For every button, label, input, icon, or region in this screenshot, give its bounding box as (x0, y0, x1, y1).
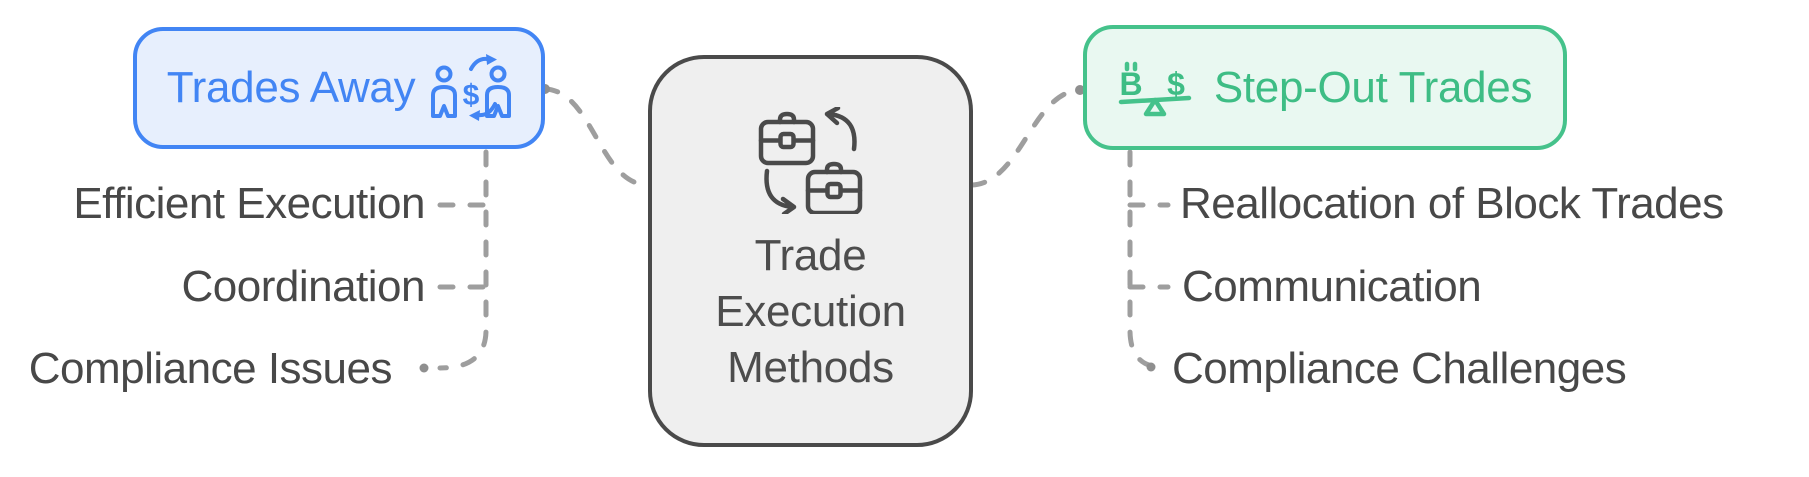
leaf-communication[interactable]: Communication (1182, 262, 1482, 311)
people-money-exchange-icon: $ (431, 54, 512, 121)
currency-balance-scale-icon: B $ (1118, 61, 1192, 116)
node-step-out-trades[interactable]: B $ Step-Out Trades (1083, 25, 1567, 150)
leaf-compliance-issues[interactable]: Compliance Issues (28, 344, 393, 393)
edge-trades-away-spine (437, 149, 489, 371)
root-title: Trade Execution Methods (715, 228, 906, 396)
edge-trades-away-to-root (542, 86, 650, 188)
root-title-line: Trade (754, 231, 867, 280)
root-title-line: Execution (715, 287, 906, 336)
briefcase-exchange-icon (758, 107, 863, 214)
leaf-coordination[interactable]: Coordination (181, 262, 426, 311)
dollar-glyph: $ (463, 79, 480, 112)
edge-endpoint-dot (1146, 362, 1156, 372)
root-title-line: Methods (727, 343, 894, 392)
node-trades-away-label: Trades Away (166, 63, 416, 112)
node-trade-execution-methods[interactable]: Trade Execution Methods (648, 55, 973, 447)
edge-endpoint-dot (1075, 85, 1085, 95)
edge-endpoint-dot (419, 363, 429, 373)
bitcoin-glyph: B (1119, 66, 1142, 102)
node-step-out-trades-label: Step-Out Trades (1213, 62, 1533, 112)
leaf-efficient-execution[interactable]: Efficient Execution (73, 179, 425, 228)
leaf-reallocation-of-block-trades[interactable]: Reallocation of Block Trades (1180, 179, 1724, 228)
node-trades-away[interactable]: Trades Away $ (133, 27, 545, 149)
edge-step-out-spine (1127, 149, 1165, 370)
edge-root-to-step-out-trades (969, 87, 1083, 188)
leaf-compliance-challenges[interactable]: Compliance Challenges (1172, 344, 1627, 393)
dollar-glyph: $ (1167, 66, 1185, 102)
